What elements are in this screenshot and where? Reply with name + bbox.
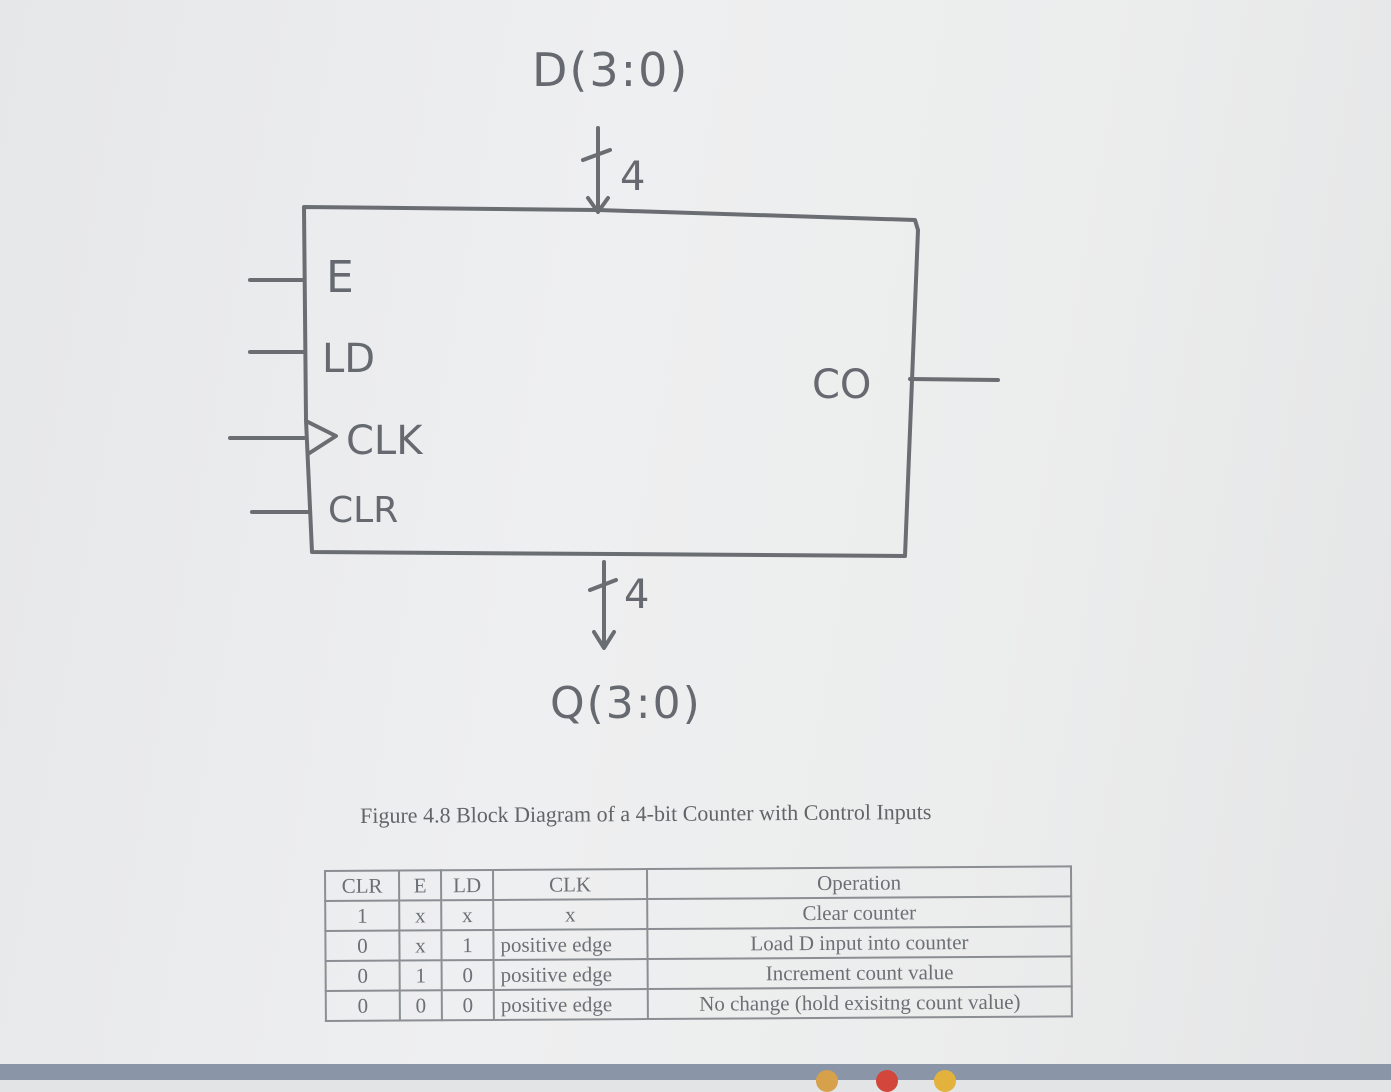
e-pin-label: E (326, 252, 354, 303)
figure-caption: Figure 4.8 Block Diagram of a 4-bit Coun… (360, 799, 932, 828)
cell-e: x (399, 930, 442, 961)
cell-ld: 0 (441, 959, 494, 991)
input-bus-width: 4 (620, 154, 645, 200)
output-bus-arrow (592, 560, 616, 650)
table-row: 0 1 0 positive edge Increment count valu… (325, 956, 1072, 991)
counter-block-diagram: D(3:0) 4 4 Q(3:0) E LD CLK CLR CO (228, 43, 1000, 729)
header-ld: LD (441, 869, 494, 901)
table-row: 0 x 1 positive edge Load D input into co… (325, 926, 1072, 961)
cell-clk: x (493, 899, 648, 930)
co-output-line (908, 377, 1000, 382)
taskbar-icon (934, 1070, 956, 1092)
co-pin-label: CO (812, 362, 871, 408)
output-bus-width: 4 (624, 572, 649, 618)
input-bus-slash (581, 148, 612, 162)
table-row: 0 0 0 positive edge No change (hold exis… (325, 986, 1072, 1021)
counter-block (302, 205, 920, 558)
table-header-row: CLR E LD CLK Operation (325, 866, 1072, 901)
header-clr: CLR (325, 870, 400, 901)
cell-clr: 1 (325, 900, 400, 931)
input-bus-label: D(3:0) (532, 43, 689, 97)
cell-clk: positive edge (493, 989, 648, 1020)
header-e: E (399, 870, 442, 901)
table-row: 1 x x x Clear counter (325, 896, 1072, 931)
clk-edge-triangle (306, 420, 338, 456)
cell-clr: 0 (325, 960, 400, 991)
cell-clr: 0 (325, 930, 400, 961)
output-bus-slash (588, 578, 618, 592)
cell-e: 0 (399, 990, 442, 1021)
taskbar-icon (816, 1070, 838, 1092)
header-clk: CLK (493, 869, 648, 900)
ld-pin-label: LD (322, 336, 375, 382)
cell-e: 1 (399, 960, 442, 991)
clk-pin-label: CLK (346, 418, 424, 464)
cell-operation: Increment count value (647, 956, 1072, 990)
taskbar-icon (876, 1070, 898, 1092)
cell-clk: positive edge (493, 929, 648, 960)
cell-operation: Load D input into counter (647, 926, 1072, 960)
cell-clk: positive edge (493, 959, 648, 990)
cell-clr: 0 (325, 990, 400, 1021)
output-bus-label: Q(3:0) (550, 678, 702, 729)
cell-ld: 1 (441, 929, 494, 961)
clr-pin-label: CLR (328, 490, 398, 531)
monitor-taskbar-edge (0, 1064, 1391, 1092)
cell-operation: No change (hold exisitng count value) (647, 986, 1072, 1020)
cell-ld: 0 (441, 989, 494, 1021)
cell-e: x (399, 900, 442, 931)
input-bus-arrow (586, 126, 610, 214)
cell-ld: x (441, 899, 494, 931)
header-operation: Operation (647, 866, 1072, 900)
truth-table: CLR E LD CLK Operation 1 x x x Clear cou… (324, 865, 1073, 1022)
cell-operation: Clear counter (647, 896, 1072, 930)
